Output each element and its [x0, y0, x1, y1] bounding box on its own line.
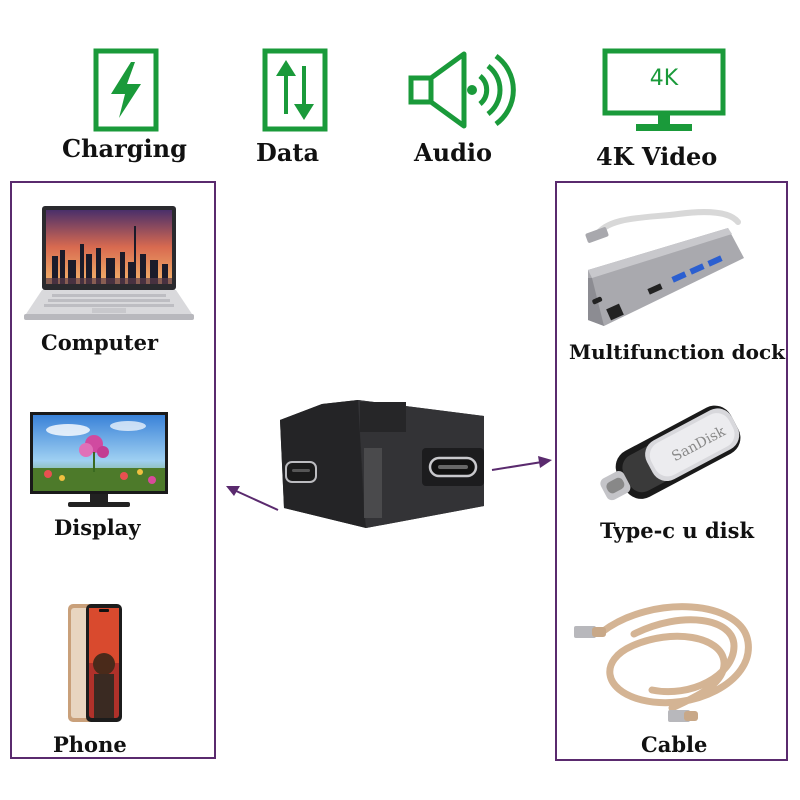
- phone-image: [68, 604, 122, 722]
- feature-label-charging: Charging: [62, 134, 187, 163]
- monitor-4k-icon: [602, 48, 726, 131]
- usb-disk-image: SanDisk: [600, 405, 741, 501]
- display-image: [30, 412, 168, 507]
- charging-icon: [93, 48, 159, 132]
- arrow-left-icon: [226, 486, 279, 511]
- speaker-icon: [408, 51, 516, 129]
- right-device-panel: [555, 181, 788, 761]
- data-transfer-icon: [262, 48, 328, 132]
- arrow-right-icon: [491, 456, 552, 471]
- device-label-computer: Computer: [41, 330, 159, 355]
- laptop-image: [24, 206, 194, 320]
- device-label-udisk: Type-c u disk: [600, 518, 754, 543]
- left-device-panel: [10, 181, 216, 759]
- feature-label-audio: Audio: [414, 138, 492, 167]
- feature-label-video: 4K Video: [596, 142, 718, 171]
- cable-image: [574, 603, 752, 722]
- device-label-phone: Phone: [53, 732, 127, 757]
- feature-label-data: Data: [256, 138, 319, 167]
- monitor-4k-badge: 4K: [649, 66, 679, 91]
- device-label-dock: Multifunction dock: [569, 340, 786, 364]
- keystone-adapter-image: [280, 400, 484, 528]
- dock-image: [585, 209, 744, 326]
- device-label-cable: Cable: [641, 732, 708, 757]
- device-label-display: Display: [54, 515, 141, 540]
